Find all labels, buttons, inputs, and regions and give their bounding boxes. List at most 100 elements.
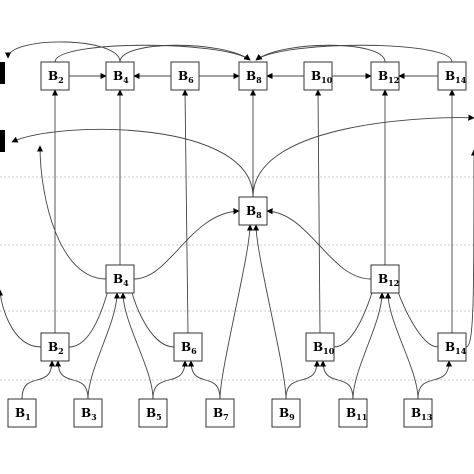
top-arc-edge	[54, 44, 251, 63]
top-arc-edge	[4, 41, 121, 63]
bottom-edge	[219, 224, 254, 400]
node-label-base: B	[378, 272, 388, 286]
node-box	[403, 398, 433, 428]
node-label: B6	[181, 340, 197, 356]
node-label: B2	[48, 69, 64, 85]
frame-node-top-row: B2	[40, 61, 70, 91]
node-label-subscript: 1	[25, 412, 31, 422]
dependency-edges	[0, 41, 474, 400]
tree-edge	[393, 282, 439, 348]
node-box	[170, 61, 200, 91]
node-label-subscript: 5	[156, 412, 162, 422]
node-label: B10	[311, 69, 333, 85]
node-label: B4	[113, 69, 129, 85]
node-label-subscript: 14	[455, 75, 467, 85]
node-label-subscript: 2	[58, 75, 64, 85]
node-label-base: B	[445, 69, 455, 83]
tree-edge	[333, 282, 377, 348]
node-label-subscript: 12	[388, 278, 399, 288]
node-label-base: B	[246, 204, 256, 218]
node-label: B14	[445, 340, 467, 356]
node-label-subscript: 8	[256, 75, 262, 85]
frame-node-tree: B12	[370, 264, 400, 294]
node-box	[7, 398, 37, 428]
frame-node-tree: B4	[105, 264, 135, 294]
node-box	[105, 264, 135, 294]
node-label-base: B	[81, 406, 91, 420]
tree-edge	[127, 282, 175, 348]
node-label: B10	[313, 340, 335, 356]
node-label: B1	[15, 406, 31, 422]
frame-node-bottom-row: B9	[271, 398, 301, 428]
node-label: B7	[213, 406, 229, 422]
node-box	[238, 61, 268, 91]
dashed-guide-lines	[0, 176, 474, 381]
bottom-edge	[352, 292, 386, 400]
node-label-subscript: 6	[191, 346, 197, 356]
node-label: B12	[378, 272, 399, 288]
node-box	[238, 196, 268, 226]
node-box	[437, 332, 467, 362]
node-label: B5	[146, 406, 162, 422]
node-box	[305, 332, 335, 362]
vertical-edge	[314, 89, 322, 334]
node-label: B3	[81, 406, 97, 422]
node-label: B2	[48, 340, 64, 356]
node-label-subscript: 14	[455, 346, 467, 356]
vertical-edge	[181, 89, 189, 334]
frame-node-bottom-row: B11	[338, 398, 368, 428]
node-label-base: B	[48, 340, 58, 354]
node-label: B9	[279, 406, 295, 422]
node-label: B6	[178, 69, 194, 85]
bottom-edge	[319, 360, 354, 400]
node-label-base: B	[213, 406, 223, 420]
frame-node-tree: B2	[40, 332, 70, 362]
node-label-base: B	[445, 340, 455, 354]
tree-edge	[36, 145, 107, 280]
bottom-edge	[417, 360, 453, 400]
node-label: B14	[445, 69, 467, 85]
frame-node-bottom-row: B13	[403, 398, 433, 428]
bottom-edge	[54, 360, 89, 400]
node-label-subscript: 6	[188, 75, 194, 85]
node-label-subscript: 13	[421, 412, 433, 422]
frame-node-top-row: B4	[105, 61, 135, 91]
node-label-base: B	[113, 272, 123, 286]
node-box	[370, 264, 400, 294]
bottom-edge	[187, 360, 221, 400]
frame-node-bottom-row: B3	[73, 398, 103, 428]
tree-edge	[133, 208, 240, 280]
node-label-base: B	[311, 69, 321, 83]
tree-edge	[465, 149, 474, 348]
tree-edge	[0, 289, 42, 348]
bottom-edge	[285, 360, 321, 400]
top-arc-edge	[255, 44, 386, 63]
node-box	[205, 398, 235, 428]
node-label-subscript: 10	[321, 75, 333, 85]
node-label-base: B	[346, 406, 356, 420]
node-label-base: B	[378, 69, 388, 83]
node-label-subscript: 2	[58, 346, 64, 356]
node-box	[437, 61, 467, 91]
node-label-base: B	[181, 340, 191, 354]
node-box	[338, 398, 368, 428]
node-label-base: B	[146, 406, 156, 420]
node-box	[173, 332, 203, 362]
node-label: B8	[246, 69, 262, 85]
bottom-edge	[384, 292, 419, 400]
frame-node-bottom-row: B5	[138, 398, 168, 428]
node-label-base: B	[48, 69, 58, 83]
reference-bar	[0, 62, 5, 84]
node-label: B12	[378, 69, 399, 85]
reference-bars	[0, 62, 5, 152]
node-box	[40, 61, 70, 91]
node-label-base: B	[246, 69, 256, 83]
node-box	[73, 398, 103, 428]
node-label: B8	[246, 204, 262, 220]
node-label-base: B	[313, 340, 323, 354]
node-label-subscript: 8	[256, 210, 262, 220]
node-label-base: B	[279, 406, 289, 420]
node-label-subscript: 4	[123, 278, 129, 288]
frame-node-top-row: B14	[437, 61, 467, 91]
